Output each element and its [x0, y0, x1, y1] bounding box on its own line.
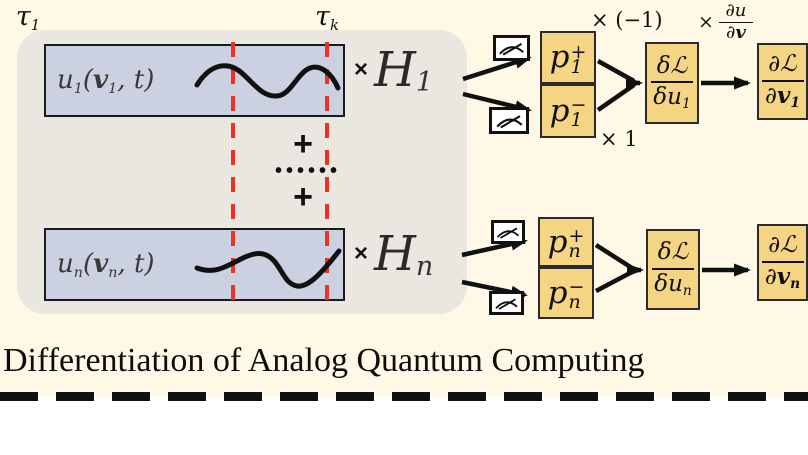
gauge-icon — [493, 35, 530, 61]
dL-du1-den: δu — [653, 84, 682, 111]
p1-minus-sub: 1 — [570, 109, 583, 131]
h1-base: H — [374, 42, 416, 98]
grad-box-dL-dvn: ∂ℒ ∂vn — [757, 224, 808, 301]
fraction-bar — [761, 79, 804, 82]
p1-minus-base: p — [549, 92, 570, 129]
tau-1-symbol: τ — [15, 1, 31, 32]
hn-subscript: n — [415, 250, 434, 282]
un-v-sub: n — [108, 264, 118, 281]
pn-plus-sup: + — [568, 225, 585, 247]
prob-box-pn-plus: p +n — [538, 217, 594, 267]
times-sign-h1: × — [354, 56, 369, 83]
grad-box-dL-dv1: ∂ℒ ∂v1 — [757, 43, 808, 120]
fraction-bar — [652, 267, 694, 270]
multiplier-du-dv: × ∂u∂v — [698, 0, 753, 43]
fraction-bar — [651, 81, 693, 84]
figure-caption: Differentiation of Analog Quantum Comput… — [3, 342, 645, 379]
multiplier-one: × 1 — [600, 127, 638, 151]
grad-box-dL-du1: δℒ δu1 — [645, 42, 699, 124]
fraction-bar — [761, 260, 804, 263]
pulse-label-un: un(vn, t) — [57, 249, 155, 281]
dudv-den-partial: ∂ — [726, 21, 736, 43]
dudv-num: ∂u — [725, 0, 747, 21]
un-close-paren: , t) — [117, 248, 155, 279]
times-sign-hn: × — [354, 240, 369, 267]
un-base: u — [57, 248, 74, 279]
prob-box-p1-minus: p −1 — [540, 84, 596, 138]
dL-dv1-den-v: v — [776, 81, 791, 109]
dudv-den-v: v — [735, 21, 746, 43]
pn-minus-sup: − — [568, 276, 585, 298]
times-sign-dudv: × — [698, 11, 714, 34]
un-v: v — [93, 248, 109, 279]
dL-dv1-num: ∂ℒ — [768, 51, 797, 78]
time-marker-tau1 — [231, 42, 235, 300]
pn-plus-sub: n — [568, 240, 581, 262]
h1-subscript: 1 — [415, 66, 434, 98]
plus-sign-top: + — [293, 125, 313, 163]
multiplier-minus-one: × (−1) — [591, 8, 663, 32]
dL-du1-den-sub: 1 — [681, 96, 691, 113]
dL-dun-num: δℒ — [657, 239, 689, 266]
dL-dv1-den-partial: ∂ — [765, 82, 777, 109]
pulse-box-un: un(vn, t) — [44, 228, 345, 301]
dL-dvn-den-partial: ∂ — [764, 263, 777, 290]
tau-1-subscript: 1 — [30, 16, 41, 35]
grad-box-dL-dun: δℒ δun — [646, 229, 700, 310]
dL-dun-den-sub: n — [682, 282, 692, 299]
fraction-bar — [718, 21, 753, 23]
u1-sub: 1 — [73, 80, 83, 97]
time-marker-tauk — [325, 42, 329, 300]
p1-plus-sup: + — [570, 40, 587, 63]
pn-minus-sub: n — [568, 291, 581, 313]
p1-plus-sub: 1 — [570, 55, 583, 78]
dL-dun-den: δu — [654, 270, 683, 297]
un-open-paren: ( — [82, 248, 94, 279]
prob-box-p1-plus: p +1 — [540, 31, 596, 84]
tau-k-symbol: τ — [315, 1, 330, 32]
dL-dv1-den-sub: 1 — [790, 94, 800, 111]
hn-base: H — [374, 226, 416, 282]
u1-v: v — [93, 64, 109, 95]
tau-1-label: τ1 — [0, 1, 56, 34]
u1-base: u — [57, 64, 74, 95]
p1-minus-sup: − — [570, 94, 587, 116]
pulse-box-u1: u1(v1, t) — [44, 44, 345, 117]
p1-plus-base: p — [549, 39, 570, 75]
gauge-icon — [491, 220, 525, 244]
dL-du1-num: δℒ — [656, 52, 688, 79]
gauge-icon — [489, 291, 524, 315]
plus-sign-bottom: + — [293, 178, 313, 216]
dL-dvn-den-v: v — [776, 262, 791, 290]
un-sub: n — [73, 264, 83, 281]
dL-dvn-den-sub: n — [790, 275, 801, 292]
ellipsis-dots: •••••• — [274, 160, 341, 182]
u1-close-paren: , t) — [117, 64, 155, 95]
u1-open-paren: ( — [82, 64, 94, 95]
gauge-icon — [489, 107, 529, 134]
hamiltonian-h1: × H 1 — [354, 42, 433, 98]
tau-k-subscript: k — [329, 16, 339, 35]
tau-k-label: τk — [299, 1, 355, 34]
dashed-divider — [0, 392, 808, 401]
hamiltonian-hn: × H n — [354, 226, 433, 282]
dL-dvn-num: ∂ℒ — [768, 232, 797, 259]
pn-plus-base: p — [547, 223, 568, 260]
u1-v-sub: 1 — [108, 80, 118, 97]
prob-box-pn-minus: p −n — [538, 267, 594, 319]
pn-minus-base: p — [547, 274, 568, 311]
pulse-label-u1: u1(v1, t) — [57, 65, 154, 97]
